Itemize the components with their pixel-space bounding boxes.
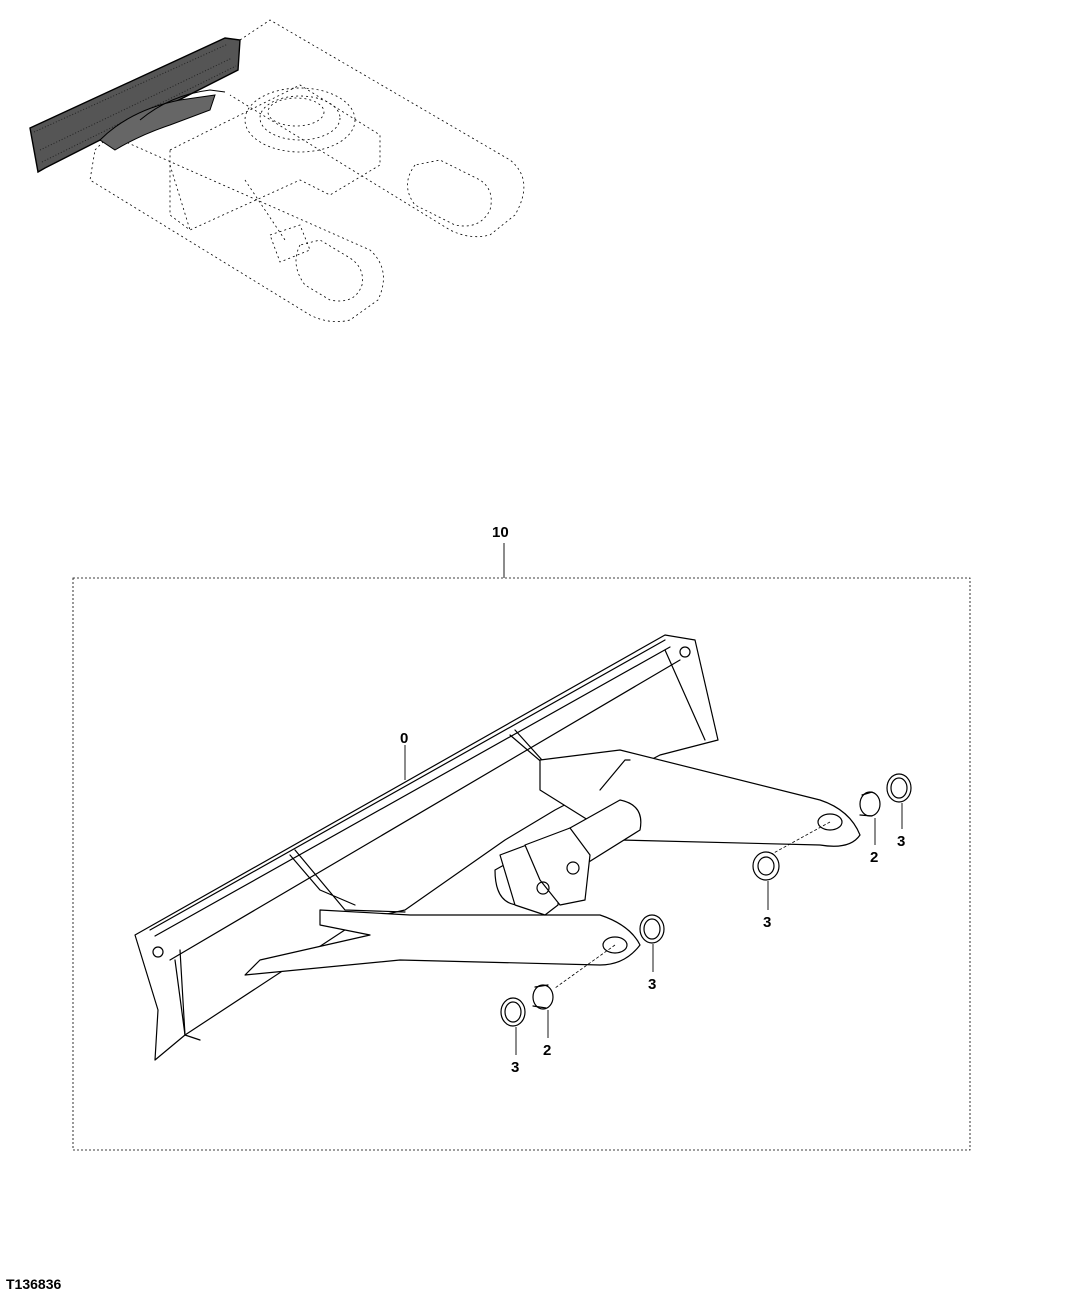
- seal-right-outer: [886, 773, 912, 803]
- seal-left-upper: [639, 914, 665, 944]
- bushing-left: [532, 984, 554, 1010]
- dozer-blade: [134, 634, 719, 1061]
- bushing-right: [859, 791, 881, 817]
- figure-id: T136836: [6, 1276, 62, 1292]
- locator-view: [29, 19, 525, 323]
- seal-right-inner: [752, 851, 780, 881]
- callout-seal-left-upper: 3: [648, 976, 656, 993]
- callout-bushing-left: 2: [543, 1042, 551, 1059]
- callout-seal-left-lower: 3: [511, 1059, 519, 1076]
- seal-left-lower: [500, 997, 526, 1027]
- assembly-frame: [72, 577, 971, 1151]
- callout-blade: 0: [400, 730, 408, 747]
- callout-seal-right-inner: 3: [763, 914, 771, 931]
- assembly-group: 10: [72, 524, 971, 1151]
- callout-seal-right-outer: 3: [897, 833, 905, 850]
- exploded-view: 0 2 3 3 3 2 3: [134, 634, 912, 1076]
- callout-bushing-right: 2: [870, 849, 878, 866]
- callout-assembly: 10: [492, 524, 509, 541]
